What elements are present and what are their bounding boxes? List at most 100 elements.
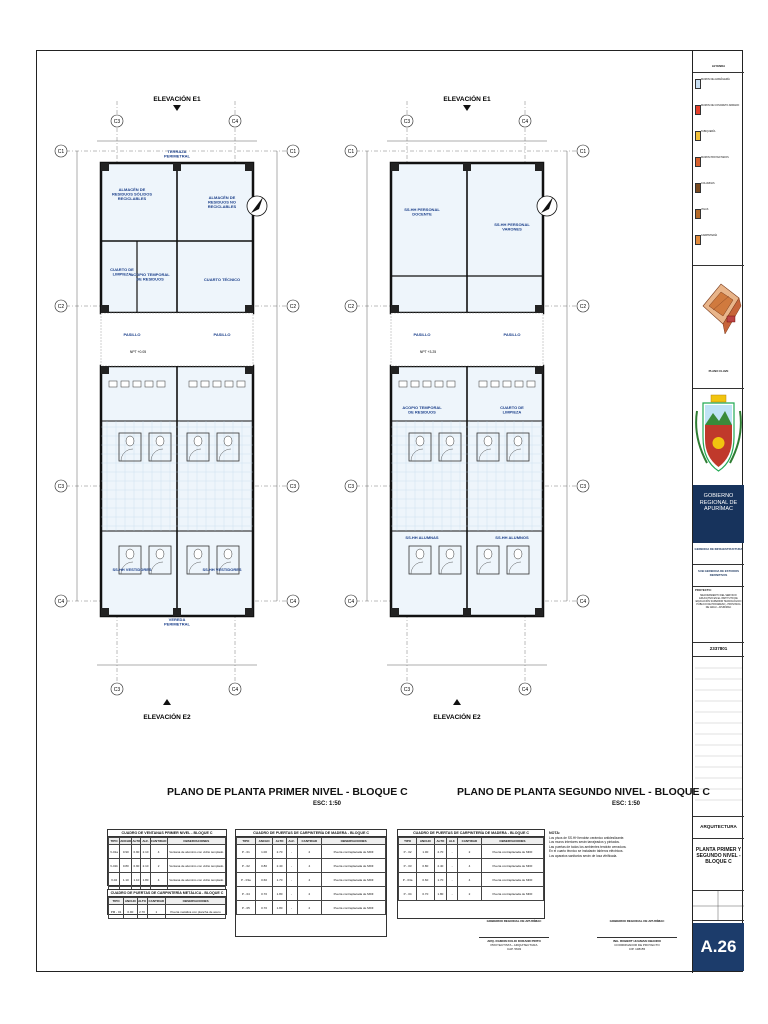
legend-swatch (695, 105, 701, 115)
level-tag: NPT +3.25 (420, 350, 436, 354)
sink-icon (132, 380, 142, 388)
sink-icon (514, 380, 524, 388)
sink-icon (144, 380, 154, 388)
elevation-marker (453, 699, 461, 705)
table-cell: - (446, 844, 458, 859)
stall (118, 545, 142, 575)
toilet-icon (445, 435, 455, 447)
table-cell: P - 03a (236, 872, 256, 887)
table-cell: 0.80 (119, 858, 133, 873)
table-header-cell: ALF. (285, 837, 298, 845)
toilet-icon (155, 548, 165, 560)
table-cell: 1 (146, 904, 167, 919)
toilet-icon (193, 435, 203, 447)
cui-value: 2337801 (709, 646, 728, 651)
grid-bubble-label: C2 (58, 304, 65, 310)
grid-bubble-label: C2 (290, 304, 297, 310)
signature-architect-cap: CAP. 5603 (506, 947, 522, 951)
table-cell: P - 03a (397, 872, 418, 887)
table-cell: - (446, 858, 458, 873)
toilet-icon (223, 435, 233, 447)
grid-bubble (228, 682, 242, 696)
column (245, 305, 253, 313)
table-cell: 0.90 (119, 844, 133, 859)
door-swing (508, 561, 522, 575)
notes-heading: NOTA: (549, 831, 561, 835)
table-header-cell: TIPO (397, 837, 418, 845)
table-header-cell: OBSERVACIONES (166, 837, 227, 845)
stall (476, 432, 500, 462)
table-cell: 0.60 (254, 872, 274, 887)
table-cell: P - 04 (397, 886, 418, 901)
table-header-cell: ANCHO (254, 837, 274, 845)
signature-architect-name: ARQ. RAMON DULIO DURAND PINTO (487, 939, 541, 943)
stall (506, 545, 530, 575)
responsibles-cell (693, 657, 744, 817)
table-cell: 2.70 (272, 844, 287, 859)
stall (438, 432, 462, 462)
elevation-top-label: ELEVACIÓN E1 (153, 94, 201, 103)
sheet-meta-cell (693, 891, 744, 921)
table-cell: - (285, 872, 298, 887)
table-header-cell: CANTIDAD (296, 837, 323, 845)
table-cell: V-02 (107, 872, 121, 887)
table-cell: 2.40 (433, 858, 448, 873)
elevation-bottom-label: ELEVACIÓN E2 (433, 712, 481, 721)
legend-item: MUROS DE ALBAÑILERÍA (695, 78, 742, 89)
grid-bubble (286, 479, 300, 493)
grid-bubble-label: C2 (580, 304, 587, 310)
key-plan-drawing (702, 283, 742, 335)
grid-bubble (228, 114, 242, 128)
room-label: CUARTO TÉCNICO (204, 277, 240, 282)
corridor (390, 312, 544, 367)
grid-bubble-label: C3 (404, 119, 411, 125)
legend-label: MUROS DE CONCRETO ARMADO (701, 104, 740, 107)
stall (118, 432, 142, 462)
grid-bubble-label: C2 (348, 304, 355, 310)
room-label: SS.HH VESTIDORES (202, 567, 241, 572)
grid-bubble (344, 299, 358, 313)
table-header-cell: TIPO (236, 837, 256, 845)
grid-bubble (286, 144, 300, 158)
grid-bubble-label: C3 (580, 484, 587, 490)
table-cell: 2 (456, 844, 482, 859)
sink-icon (502, 380, 512, 388)
toilet-icon (483, 435, 493, 447)
grid-bubble-label: C4 (522, 687, 529, 693)
stall (476, 545, 500, 575)
key-plan-label: PLANO CLAVE (708, 369, 729, 373)
metal-doors-table-title: CUADRO DE PUERTAS DE CARPINTERÍA METÁLIC… (108, 890, 226, 897)
table-header-cell: ALTO (131, 837, 142, 845)
toilet-icon (415, 548, 425, 560)
gov-name: GOBIERNO REGIONAL DE APURÍMAC (699, 493, 738, 512)
table-cell: 1.00 (416, 844, 435, 859)
plan-left-title: PLANO DE PLANTA PRIMER NIVEL - BLOQUE C (167, 786, 408, 798)
sink-icon (422, 380, 432, 388)
toilet-icon (125, 435, 135, 447)
specialty: ARQUITECTURA (700, 824, 737, 829)
table-header-cell: ANCHO (416, 837, 435, 845)
grid-bubble-label: C4 (232, 687, 239, 693)
table-cell: 2.10 (140, 858, 151, 873)
table-cell: Puerta contraplacada de MDF (480, 886, 545, 901)
table-cell: Puerta contraplacada de MDF (480, 844, 545, 859)
note-line: Las puertas de todos los ambientes tendr… (549, 844, 627, 849)
signature-coordinator-org: GOBIERNO REGIONAL DE APURÍMAC (609, 919, 665, 923)
wood-doors-table-2: CUADRO DE PUERTAS DE CARPINTERÍA DE MADE… (397, 829, 545, 919)
table-cell: Puerta contraplacada de MDF (321, 844, 386, 859)
table-cell: - (285, 900, 298, 915)
legend-label: TABIQUERÍA (701, 130, 716, 133)
door-swing (410, 561, 424, 575)
stall (148, 545, 172, 575)
stall (408, 432, 432, 462)
cui-cell: 2337801 (693, 643, 744, 657)
legend-label: CARPINTERÍA (701, 234, 718, 237)
table-cell: 4 (456, 872, 482, 887)
room-label: SS.HH ALUMNAS (405, 535, 439, 540)
door-swing (218, 448, 232, 462)
column (463, 163, 471, 171)
